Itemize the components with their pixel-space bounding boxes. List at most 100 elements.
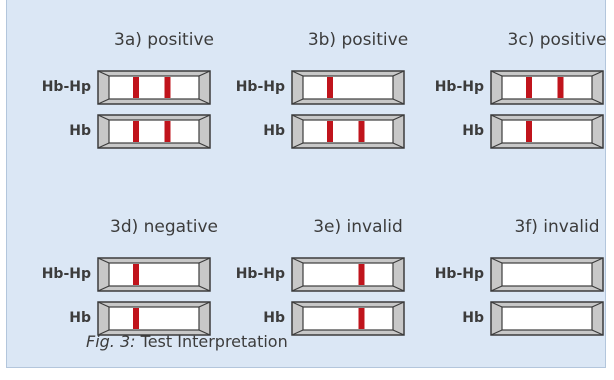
test-band [358,121,365,142]
row-label: Hb [69,123,91,139]
strip-window [302,119,394,144]
bevel-line [97,70,110,77]
test-strip [97,114,211,149]
row-label: Hb [462,310,484,326]
bevel-line [97,301,110,308]
bevel-line [291,70,304,77]
row-label: Hb [263,123,285,139]
bevel-line [97,257,110,264]
bevel-line [97,285,110,292]
bevel-line [591,285,604,292]
bevel-line [392,329,405,336]
bevel-line [591,257,604,264]
strip-window [302,306,394,331]
strip-window [501,306,593,331]
test-strip [97,257,211,292]
test-band [164,121,171,142]
row-label: Hb-Hp [41,266,91,282]
bevel-line [490,98,503,105]
strip-window [108,262,200,287]
bevel-line [392,70,405,77]
test-band [133,308,139,329]
test-strip [291,257,405,292]
panel-title: 3f) invalid [514,217,600,237]
bevel-line [291,329,304,336]
bevel-line [490,114,503,121]
bevel-line [198,142,211,149]
test-strip [291,114,405,149]
panel-title: 3e) invalid [313,217,403,237]
bevel-line [490,142,503,149]
figure-caption-text: Test Interpretation [135,332,288,351]
strip-window [108,119,200,144]
test-strip [97,70,211,105]
test-band [358,264,365,285]
panel-title: 3b) positive [307,30,409,50]
bevel-line [198,329,211,336]
bevel-line [291,142,304,149]
bevel-line [591,329,604,336]
strip-window [302,262,394,287]
bevel-line [291,98,304,105]
test-strip [97,301,211,336]
bevel-line [198,257,211,264]
bevel-line [198,98,211,105]
test-strip [490,257,604,292]
bevel-line [392,98,405,105]
test-band [164,77,171,98]
bevel-line [591,142,604,149]
strip-window [501,262,593,287]
bevel-line [392,114,405,121]
bevel-line [97,329,110,336]
test-strip [291,70,405,105]
test-band [557,77,564,98]
strip-window [108,306,200,331]
bevel-line [490,301,503,308]
test-band [327,121,333,142]
bevel-line [591,301,604,308]
strip-window [108,75,200,100]
bevel-line [198,285,211,292]
test-strip [490,70,604,105]
strip-window [302,75,394,100]
bevel-line [490,257,503,264]
test-band [133,264,139,285]
row-label: Hb-Hp [235,266,285,282]
bevel-line [591,70,604,77]
strip-window [501,75,593,100]
bevel-line [97,142,110,149]
row-label: Hb-Hp [434,266,484,282]
test-strip [490,301,604,336]
panel-title: 3c) positive [507,30,607,50]
test-band [526,121,532,142]
bevel-line [490,285,503,292]
bevel-line [392,301,405,308]
figure-number: Fig. 3: [86,332,136,351]
test-band [526,77,532,98]
row-label: Hb-Hp [434,79,484,95]
test-band [327,77,333,98]
strip-window [501,119,593,144]
test-strip [291,301,405,336]
bevel-line [392,142,405,149]
row-label: Hb [263,310,285,326]
bevel-line [198,114,211,121]
bevel-line [291,285,304,292]
panel-title: 3d) negative [110,217,218,237]
row-label: Hb [69,310,91,326]
figure-caption: Fig. 3: Test Interpretation [86,332,288,351]
bevel-line [591,98,604,105]
row-label: Hb [462,123,484,139]
row-label: Hb-Hp [235,79,285,95]
bevel-line [591,114,604,121]
row-label: Hb-Hp [41,79,91,95]
bevel-line [291,257,304,264]
bevel-line [490,329,503,336]
bevel-line [291,114,304,121]
bevel-line [97,98,110,105]
test-band [358,308,365,329]
test-band [133,121,139,142]
panel-title: 3a) positive [114,30,214,50]
test-band [133,77,139,98]
